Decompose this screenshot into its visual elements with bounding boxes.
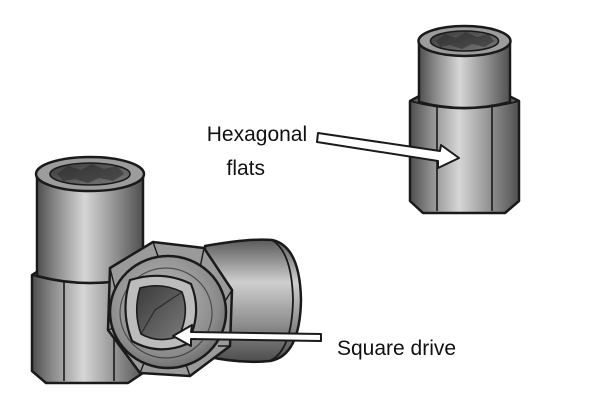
socket-upright-right bbox=[408, 24, 521, 215]
hexagonal-label-line-2: flats bbox=[226, 157, 265, 180]
square-drive-label: Square drive bbox=[337, 337, 456, 360]
hexagonal-arrow bbox=[316, 132, 460, 169]
square-drive-callout: Square drive bbox=[172, 324, 456, 360]
hexagonal-flats-label: Hexagonal flats bbox=[207, 123, 313, 180]
socket-on-side bbox=[106, 238, 303, 378]
socket-upright-left bbox=[30, 155, 148, 385]
square-drive-arrow bbox=[172, 324, 322, 347]
hexagonal-label-line-1: Hexagonal bbox=[207, 123, 307, 146]
cylinder bbox=[417, 40, 512, 110]
hexagonal-flats-callout: Hexagonal flats bbox=[207, 123, 460, 180]
